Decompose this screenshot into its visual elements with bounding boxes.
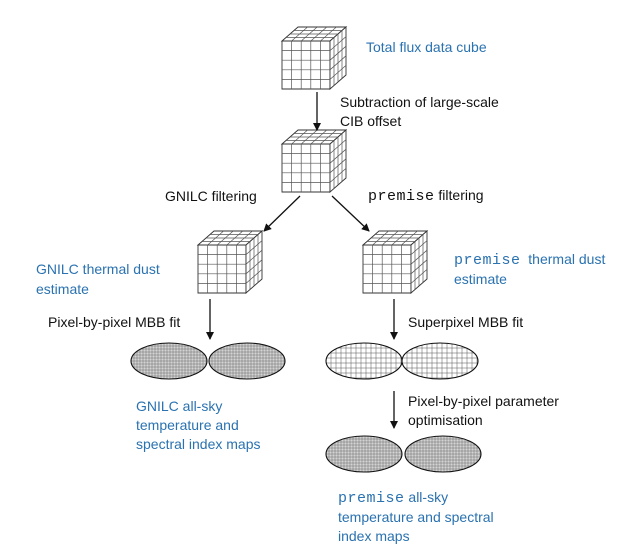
premise-maps-label-line2: temperature and spectral xyxy=(338,509,494,525)
premise-filtering-label: premise filtering xyxy=(368,186,484,206)
premise-maps-label-line1: premise all-sky xyxy=(338,488,448,508)
gnilc-maps-label-line2: temperature and xyxy=(136,417,239,433)
optimisation-label-line2: optimisation xyxy=(408,412,483,428)
superpixel-temperature-map-icon xyxy=(325,342,403,380)
gnilc-maps-label-line1: GNILC all-sky xyxy=(136,398,223,414)
cib-step-label-line2: CIB offset xyxy=(340,113,402,129)
premise-dust-text: thermal dust xyxy=(528,251,606,267)
gnilc-temperature-map-icon xyxy=(130,342,208,380)
premise-fit-label: Superpixel MBB fit xyxy=(408,314,524,330)
premise-code: premise xyxy=(368,188,435,205)
gnilc-filtering-label: GNILC filtering xyxy=(165,188,257,204)
gnilc-maps-label-line3: spectral index maps xyxy=(136,436,261,452)
premise-maps-text: all-sky xyxy=(408,489,449,505)
gnilc-fit-label: Pixel-by-pixel MBB fit xyxy=(48,314,181,330)
optimisation-label-line1: Pixel-by-pixel parameter xyxy=(408,393,559,409)
arrow-gnilc-filtering xyxy=(263,195,301,232)
premise-code: premise xyxy=(338,490,405,507)
superpixel-spectral-index-map-icon xyxy=(401,342,479,380)
cib-step-label-line1: Subtraction of large-scale xyxy=(340,94,499,110)
premise-dust-label-line2: estimate xyxy=(454,271,507,287)
total-flux-label: Total flux data cube xyxy=(366,39,487,55)
gnilc-spectral-index-map-icon xyxy=(208,342,286,380)
premise-spectral-index-map-icon xyxy=(404,435,482,473)
premise-dust-label-line1: premise thermal dust xyxy=(454,250,605,270)
gnilc-dust-cube-icon xyxy=(196,230,264,294)
gnilc-dust-label-line2: estimate xyxy=(36,281,89,297)
premise-filtering-text: filtering xyxy=(438,187,484,203)
cib-subtracted-cube-icon xyxy=(280,129,348,193)
premise-code: premise xyxy=(454,252,521,269)
premise-dust-cube-icon xyxy=(361,230,429,294)
arrow-premise-filtering xyxy=(331,195,370,232)
premise-temperature-map-icon xyxy=(325,435,403,473)
total-flux-cube-icon xyxy=(280,26,348,90)
premise-maps-label-line3: index maps xyxy=(338,528,410,544)
gnilc-dust-label-line1: GNILC thermal dust xyxy=(36,261,160,277)
